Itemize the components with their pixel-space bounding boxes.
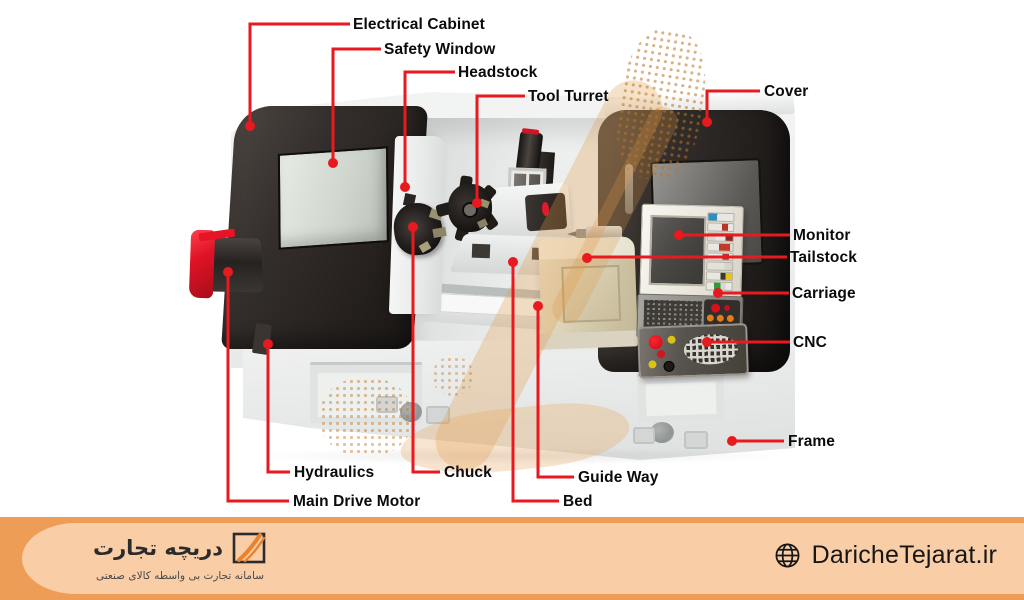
control-pendant	[636, 203, 745, 341]
cnc-keypad-grid	[683, 333, 739, 366]
softkey-row	[706, 251, 734, 262]
softkey-row	[706, 232, 735, 242]
tool-turret-disc	[435, 175, 500, 243]
softkey-row	[707, 222, 735, 232]
globe-icon	[775, 543, 800, 568]
safety-window-glass	[277, 146, 389, 250]
frame-hole-right	[650, 422, 674, 443]
label-guide-way: Guide Way	[578, 469, 659, 486]
knob	[663, 360, 675, 373]
softkey-row	[707, 212, 735, 222]
brand-title: دریچه تجارت	[92, 536, 224, 560]
softkey-row	[706, 242, 734, 252]
label-cover: Cover	[764, 83, 809, 100]
label-bed: Bed	[563, 493, 593, 510]
label-electrical-cabinet: Electrical Cabinet	[353, 16, 485, 33]
cover-handle	[625, 164, 633, 214]
frame-cutout	[633, 427, 655, 444]
emergency-stop-button	[648, 335, 663, 350]
brand-subtitle: سامانه تجارت بی واسطه کالای صنعتی	[95, 570, 265, 582]
monitor-screen	[648, 214, 707, 287]
label-headstock: Headstock	[458, 64, 538, 81]
tailstock-tip-holder	[576, 229, 590, 238]
monitor-softkey-column	[705, 212, 735, 292]
orange-button	[716, 314, 724, 322]
label-hydraulics: Hydraulics	[294, 464, 375, 481]
yellow-button	[648, 360, 657, 369]
red-button	[656, 349, 666, 359]
label-cnc: CNC	[793, 334, 827, 351]
tailstock-assembly	[537, 226, 639, 352]
frame-cutout	[684, 431, 708, 449]
label-carriage: Carriage	[792, 285, 856, 302]
label-chuck: Chuck	[444, 464, 492, 481]
red-button	[710, 303, 721, 313]
label-tool-turret: Tool Turret	[528, 88, 609, 105]
saddle-detail	[471, 243, 491, 259]
dariche-tejarat-logo-icon	[232, 532, 266, 564]
softkey-row	[705, 271, 734, 282]
label-monitor: Monitor	[793, 227, 851, 244]
frame-hole-left	[400, 402, 422, 422]
orange-button	[726, 314, 734, 323]
frame-cutout	[426, 406, 450, 424]
label-tailstock: Tailstock	[790, 249, 857, 266]
brand-block: دریچه تجارت سامانه تجارت بی واسطه کالای …	[88, 531, 272, 582]
label-safety-window: Safety Window	[384, 41, 496, 58]
website-block: DaricheTejarat.ir	[774, 541, 997, 570]
yellow-button	[667, 335, 676, 344]
tailstock-inset-panel	[561, 264, 622, 323]
label-frame: Frame	[788, 433, 836, 450]
frame-recess-left	[310, 362, 422, 423]
tailstock-body	[538, 236, 638, 340]
tailstock-foot	[537, 330, 639, 350]
tailstock-top-face	[538, 236, 635, 260]
label-main-drive-motor: Main Drive Motor	[293, 493, 421, 510]
softkey-row	[706, 261, 734, 272]
frame-cutout	[376, 396, 398, 413]
footer-band: دریچه تجارت سامانه تجارت بی واسطه کالای …	[0, 517, 1024, 600]
red-button-small	[723, 304, 731, 312]
website-url: DaricheTejarat.ir	[811, 541, 997, 569]
footer-panel	[22, 523, 1024, 594]
orange-button	[706, 314, 714, 322]
softkey-row	[705, 281, 733, 292]
tailstock-center-tip	[567, 231, 577, 237]
cnc-control-panel	[637, 323, 749, 379]
ground-shadow	[250, 447, 790, 465]
turret-hub	[462, 202, 478, 218]
